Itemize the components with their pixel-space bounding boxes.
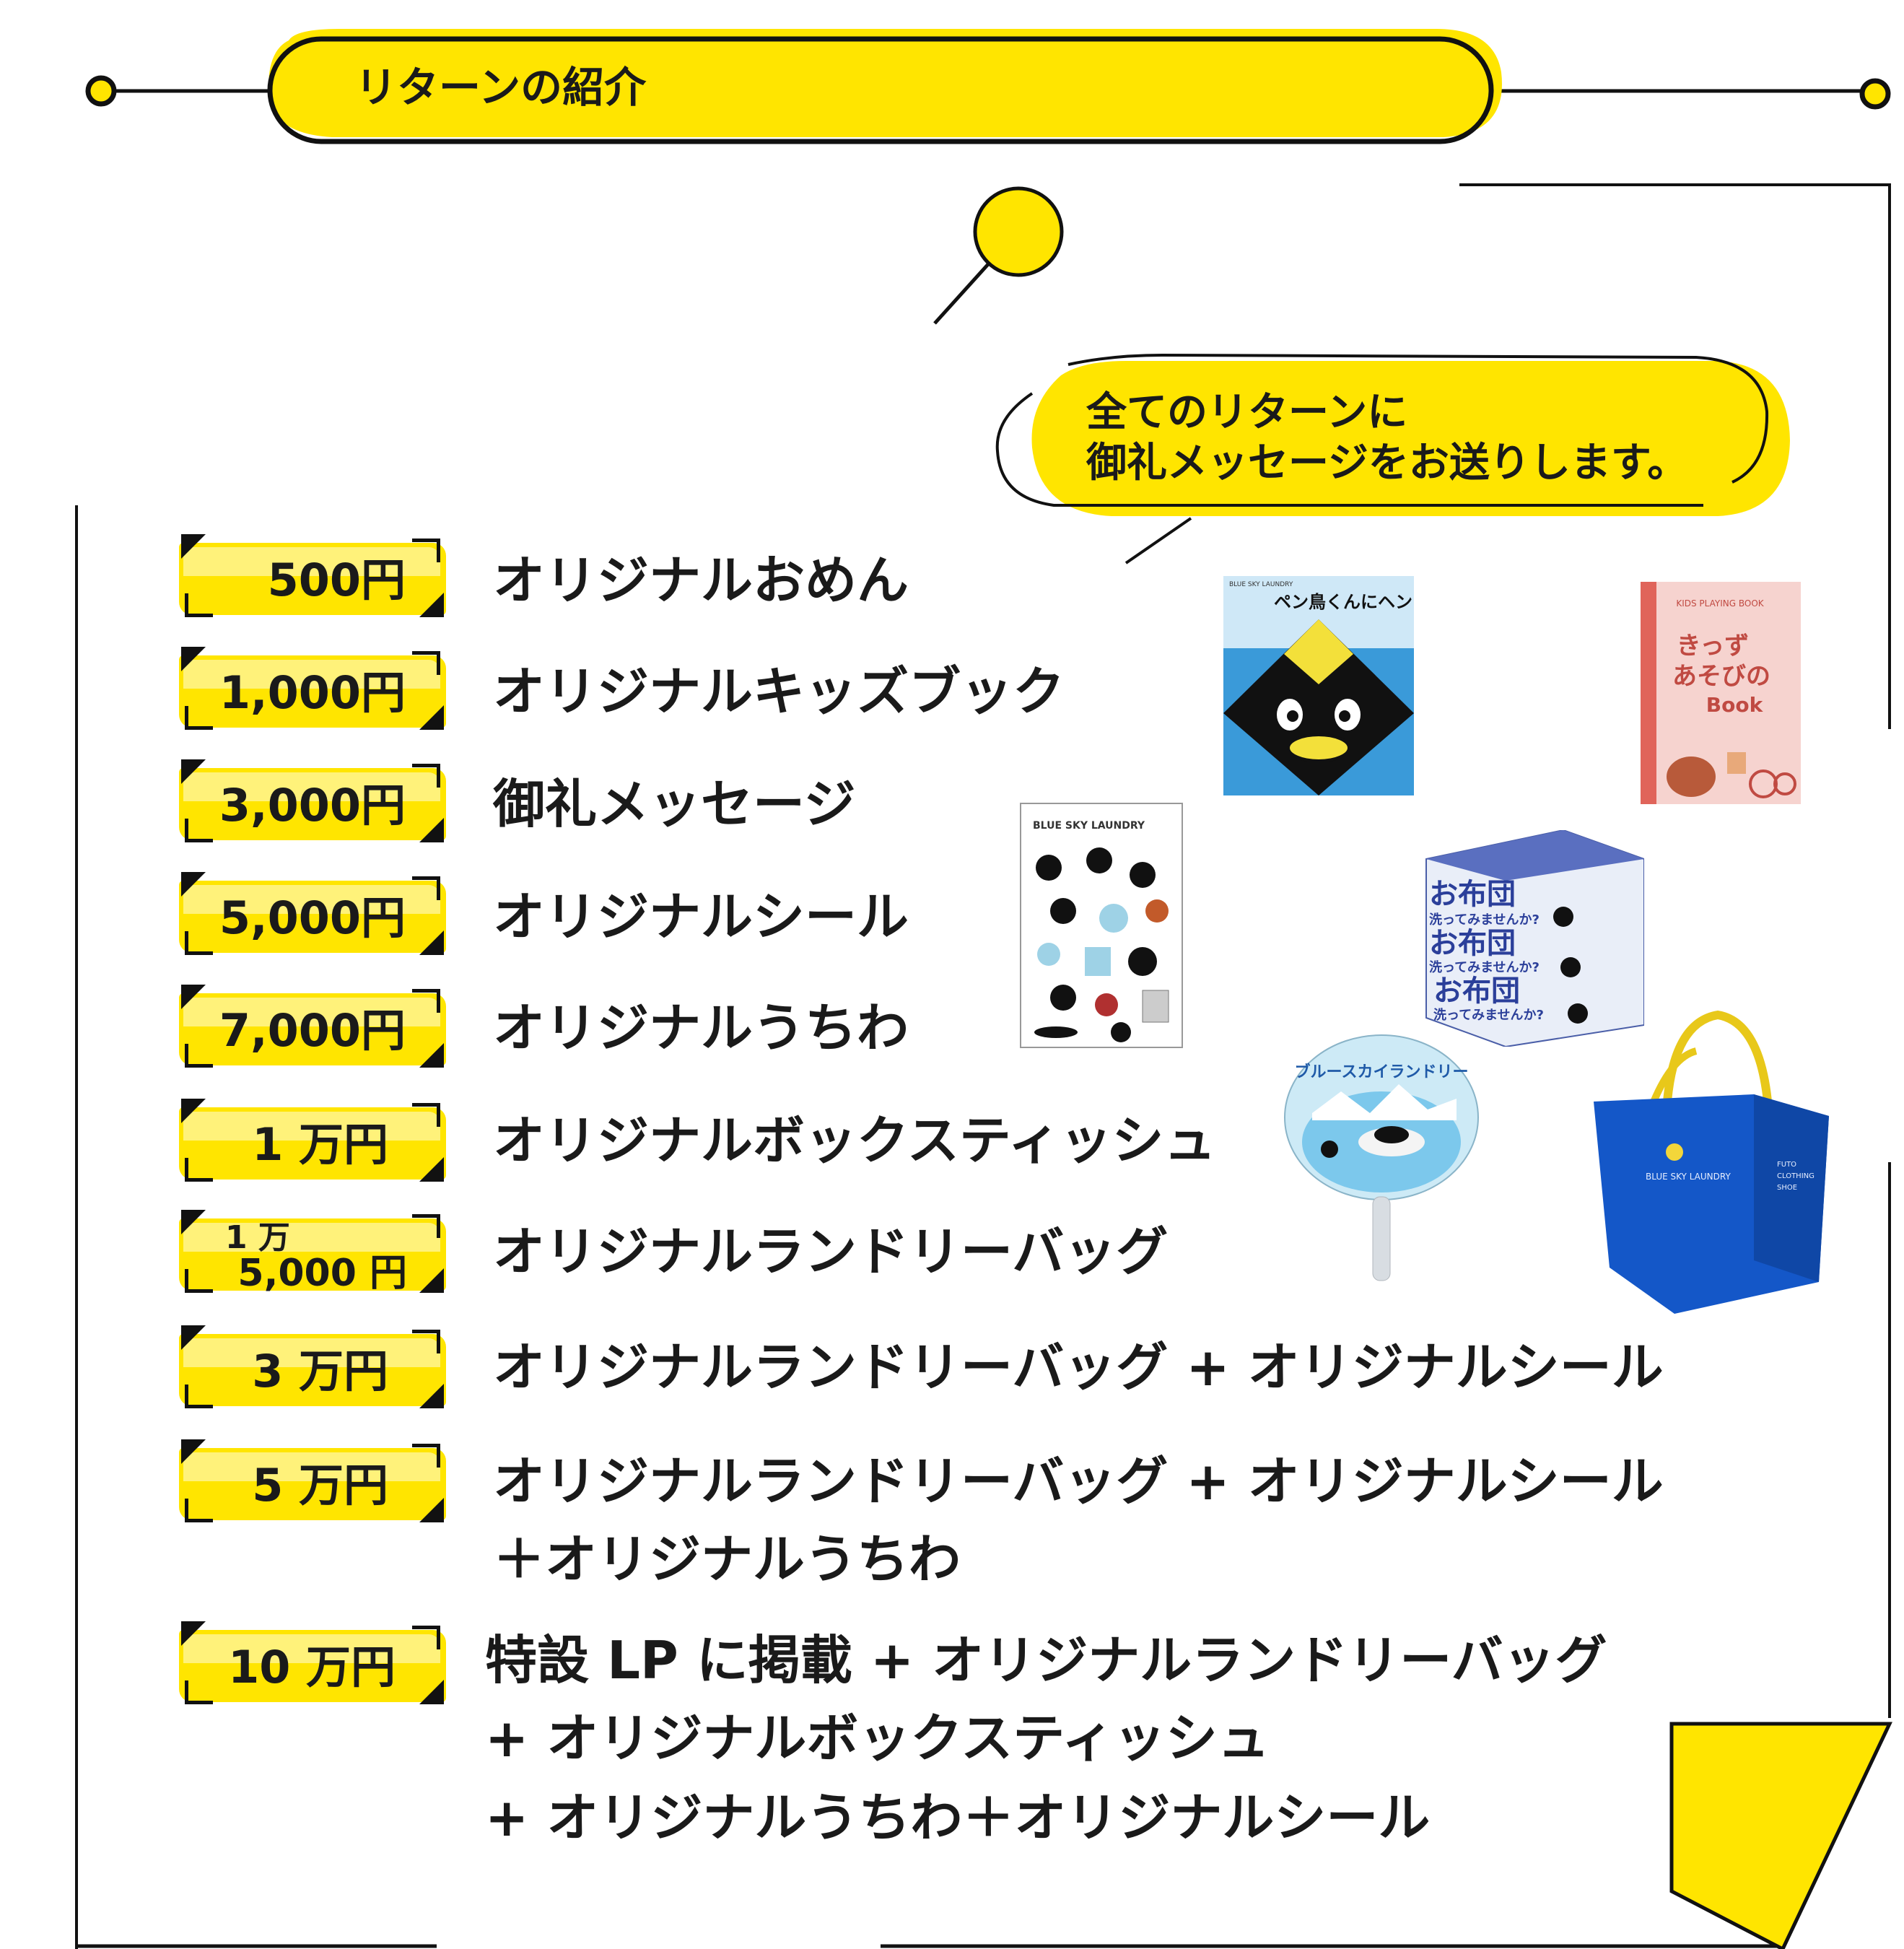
price-tag: 7,000円 xyxy=(179,985,446,1068)
kids-book-image: KIDS PLAYING BOOK きっず あそびの Book xyxy=(1641,582,1801,804)
section-title: リターンの紹介 xyxy=(355,63,647,112)
price-label: 10 万円 xyxy=(228,1641,396,1693)
reward-item: オリジナルボックスティッシュ xyxy=(493,1110,1216,1171)
price-label-line-1: 1 万 xyxy=(225,1219,290,1256)
folded-corner xyxy=(1669,1722,1892,1949)
sticker-sheet-brand: BLUE SKY LAUNDRY xyxy=(1033,820,1145,832)
reward-item: オリジナルランドリーバッグ xyxy=(493,1221,1169,1282)
uchiwa-fan-image: ブルースカイランドリー xyxy=(1284,1034,1479,1281)
price-tag: 1,000円 xyxy=(179,647,446,730)
kids-book-title-3: Book xyxy=(1706,693,1764,717)
price-label: 500円 xyxy=(267,554,406,606)
price-label: 7,000円 xyxy=(219,1004,406,1057)
price-tag: 5 万円 xyxy=(179,1439,446,1522)
price-tag: 3,000円 xyxy=(179,759,446,842)
price-tag: 1 万 5,000 円 xyxy=(179,1210,446,1295)
reward-item: オリジナルシール xyxy=(493,886,909,947)
tissue-sublabel: 洗ってみませんか? xyxy=(1429,959,1540,975)
price-label: 3 万円 xyxy=(252,1345,388,1398)
price-label: 5 万円 xyxy=(252,1459,388,1512)
tissue-label: お布団 xyxy=(1433,974,1520,1008)
reward-item-continued: ＋オリジナルうちわ xyxy=(493,1529,961,1590)
tissue-sublabel: 洗ってみませんか? xyxy=(1429,912,1540,928)
reward-item: オリジナルランドリーバッグ + オリジナルシール xyxy=(493,1337,1664,1398)
kids-book-title-1: きっず xyxy=(1677,632,1750,660)
price-tag: 3 万円 xyxy=(179,1325,446,1408)
header-left-dot xyxy=(85,75,117,107)
reward-item: オリジナルおめん xyxy=(493,550,909,611)
tissue-label: お布団 xyxy=(1429,927,1516,960)
price-label: 3,000円 xyxy=(219,779,406,832)
kids-book-title-2: あそびの xyxy=(1672,662,1770,691)
reward-item-continued: + オリジナルボックスティッシュ xyxy=(485,1708,1270,1769)
tissue-box-image: お布団 洗ってみませんか? お布団 洗ってみませんか? お布団 洗ってみませんか… xyxy=(1425,830,1644,1047)
reward-item-continued: + オリジナルうちわ＋オリジナルシール xyxy=(485,1787,1431,1848)
tissue-sublabel: 洗ってみませんか? xyxy=(1433,1007,1544,1023)
mask-book-title: ペン鳥くんにヘンシン!! xyxy=(1274,592,1414,612)
mask-book-brand: BLUE SKY LAUNDRY xyxy=(1229,581,1293,588)
reward-item: オリジナルキッズブック xyxy=(493,661,1065,722)
bubble-line-1: 全てのリターンに xyxy=(1086,389,1408,436)
price-tag: 500円 xyxy=(179,534,446,617)
fan-label: ブルースカイランドリー xyxy=(1295,1063,1469,1081)
mask-book-image: BLUE SKY LAUNDRY ペン鳥くんにヘンシン!! xyxy=(1223,576,1414,795)
price-label: 5,000円 xyxy=(219,891,406,944)
bag-brand: BLUE SKY LAUNDRY xyxy=(1646,1172,1731,1182)
tissue-label: お布団 xyxy=(1429,878,1516,911)
reward-item: 御礼メッセージ xyxy=(493,774,856,834)
price-tag: 5,000円 xyxy=(179,872,446,955)
bubble-line-2: 御礼メッセージをお送りします。 xyxy=(1086,440,1688,487)
laundry-bag-image: BLUE SKY LAUNDRY FUTO CLOTHING SHOE xyxy=(1594,1010,1829,1314)
bag-tag: SHOE xyxy=(1777,1184,1797,1192)
price-label-line-2: 5,000 円 xyxy=(237,1252,407,1295)
bag-tag: CLOTHING xyxy=(1777,1172,1815,1180)
bag-tag: FUTO xyxy=(1777,1161,1796,1169)
price-tag: 1 万円 xyxy=(179,1099,446,1182)
pin-circle xyxy=(973,186,1064,277)
kids-book-top-label: KIDS PLAYING BOOK xyxy=(1676,598,1764,609)
sticker-sheet-image: BLUE SKY LAUNDRY xyxy=(1020,803,1183,1048)
price-label: 1 万円 xyxy=(252,1118,388,1171)
reward-item: オリジナルうちわ xyxy=(493,998,909,1058)
price-tag: 10 万円 xyxy=(179,1621,446,1704)
reward-item: 特設 LP に掲載 + オリジナルランドリーバッグ xyxy=(485,1630,1607,1691)
price-label: 1,000円 xyxy=(219,666,406,719)
reward-item: オリジナルランドリーバッグ + オリジナルシール xyxy=(493,1451,1664,1512)
header-right-dot xyxy=(1859,78,1891,110)
